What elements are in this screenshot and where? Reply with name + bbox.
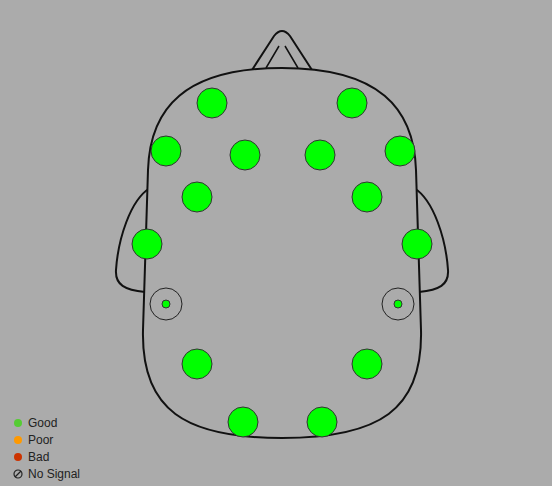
legend-row: No Signal [8,465,80,482]
legend: GoodPoorBad No Signal [8,414,80,482]
legend-text: Good [28,416,57,430]
legend-row: Poor [8,431,80,448]
electrodes [132,88,432,437]
legend-swatch [8,416,28,430]
legend-row: Good [8,414,80,431]
legend-text: No Signal [28,467,80,481]
nose [252,31,312,70]
legend-row: Bad [8,448,80,465]
no-signal-symbol [8,467,28,481]
head-outline [143,68,421,438]
reference-electrodes [150,288,414,320]
legend-swatch [8,433,28,447]
legend-text: Poor [28,433,53,447]
nose-lines [266,46,298,68]
legend-swatch [8,450,28,464]
legend-text: Bad [28,450,49,464]
